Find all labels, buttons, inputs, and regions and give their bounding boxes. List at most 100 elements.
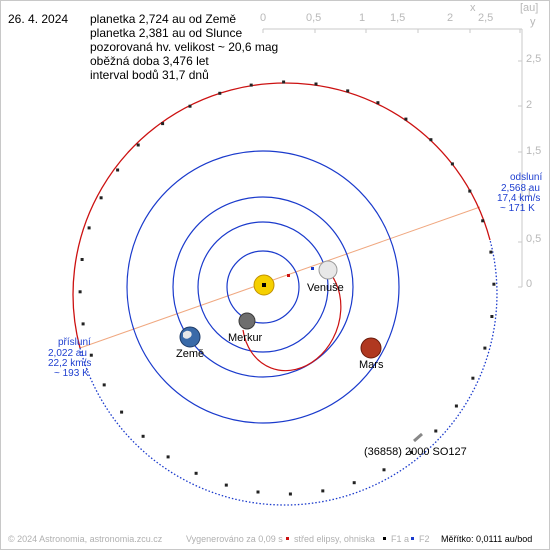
x-tick-2: 1: [359, 12, 366, 24]
aphelion-temperature: ~ 171 K: [500, 203, 535, 214]
orbit-point: [314, 82, 318, 86]
orbit-point: [89, 353, 93, 357]
orbit-point: [161, 122, 165, 126]
orbit-point: [434, 429, 438, 433]
orbit-point: [288, 492, 292, 496]
aphelion-title: odsluní: [510, 172, 543, 183]
scale-label: Měřítko: 0,0111 au/bod: [441, 534, 533, 544]
orbit-point: [450, 162, 454, 166]
perihelion-title: přísluní: [58, 337, 91, 348]
generated-time-label: Vygenerováno za 0,09 s: [186, 534, 283, 544]
asteroid-label: (36858) 2000 SO127: [364, 446, 467, 458]
mercury-icon: [238, 312, 256, 330]
earth-land-shape: [183, 330, 192, 339]
orbit-point: [376, 101, 380, 105]
perihelion-distance: 2,022 au: [48, 348, 87, 359]
point-interval-label: interval bodů 31,7 dnů: [90, 68, 209, 82]
orbit-point: [194, 471, 198, 475]
perihelion-speed: 22,2 km/s: [48, 358, 92, 369]
orbit-point: [80, 258, 84, 261]
aphelion-distance: 2,568 au: [501, 183, 540, 194]
distance-from-sun-label: planetka 2,381 au od Slunce: [90, 26, 243, 40]
mars-orbit-inner-arc: [242, 264, 342, 372]
copyright-label: © 2024 Astronomia, astronomia.zcu.cz: [8, 534, 163, 544]
asteroid-orbit-points: [78, 80, 496, 496]
y-axis-ticks: [518, 60, 522, 288]
asteroid-icon: [413, 432, 423, 443]
orbit-point: [483, 346, 487, 350]
legend-f1-marker: [383, 537, 386, 540]
orbit-point: [346, 89, 350, 93]
orbit-point: [489, 250, 493, 254]
orbit-point: [321, 489, 325, 493]
orbit-point: [352, 481, 356, 485]
orbit-point: [282, 80, 286, 84]
asteroid-orbit-upper: [72, 82, 491, 349]
orbit-point: [99, 196, 103, 200]
x-tick-1: 0,5: [306, 12, 322, 24]
orbit-point: [468, 189, 472, 193]
orbit-point: [116, 168, 120, 172]
earth-label: Země: [176, 348, 205, 360]
legend-f2-label: F2: [419, 534, 430, 544]
legend-f2-marker: [411, 537, 414, 540]
orbit-point: [188, 104, 192, 108]
date-label: 26. 4. 2024: [8, 12, 69, 26]
y-tick-1: 2: [526, 99, 533, 111]
mars-label: Mars: [359, 359, 384, 371]
orbit-point: [471, 376, 475, 380]
orbit-point: [102, 383, 106, 387]
orbit-point: [382, 468, 386, 472]
asteroid-orbit-lower: [79, 239, 498, 506]
y-tick-4: 0,5: [526, 233, 542, 245]
orbit-point: [224, 483, 228, 487]
y-tick-3: 1: [526, 187, 533, 199]
venus-label: Venuše: [307, 282, 344, 294]
earth-orbit: [172, 196, 354, 378]
perihelion-temperature: ~ 193 K: [54, 368, 89, 379]
orbit-point: [218, 91, 222, 95]
orbit-point: [249, 83, 253, 87]
aphelion-speed: 17,4 km/s: [497, 193, 541, 204]
unit-label: [au]: [520, 2, 539, 14]
orbit-point: [454, 404, 458, 408]
ellipse-center-marker: [287, 274, 290, 277]
distance-from-earth-label: planetka 2,724 au od Země: [90, 12, 237, 26]
y-axis-label: y: [530, 16, 536, 28]
x-axis-ticks: [262, 29, 521, 33]
mercury-orbit: [226, 250, 300, 324]
focus-f2-marker: [311, 267, 314, 270]
orbit-point: [409, 450, 413, 454]
sun-focus-marker: [262, 283, 266, 287]
orbit-point: [81, 322, 85, 326]
venus-icon: [318, 260, 338, 280]
mars-icon: [360, 337, 382, 359]
orbit-point: [78, 290, 82, 294]
y-tick-5: 0: [526, 278, 533, 290]
mars-orbit: [126, 150, 400, 424]
venus-orbit: [197, 221, 329, 353]
x-tick-4: 2: [447, 12, 454, 24]
orbit-point: [404, 117, 408, 121]
orbit-point: [429, 138, 433, 142]
apsis-line: [79, 206, 481, 349]
orbital-period-label: oběžná doba 3,476 let: [90, 54, 209, 68]
orbit-point: [120, 410, 124, 414]
legend-center-marker: [286, 537, 289, 540]
y-tick-0: 2,5: [526, 53, 542, 65]
legend-f1-label: F1 a: [391, 534, 410, 544]
mercury-label: Merkur: [228, 332, 263, 344]
x-tick-3: 1,5: [390, 12, 406, 24]
orbit-point: [256, 490, 260, 494]
y-tick-2: 1,5: [526, 145, 542, 157]
orbit-point: [490, 315, 494, 318]
orbit-point: [87, 226, 91, 230]
x-axis-label: x: [470, 2, 476, 14]
legend-center-label: střed elipsy, ohniska: [294, 534, 375, 544]
orbit-point: [481, 219, 485, 223]
orbit-point: [136, 143, 140, 147]
x-tick-5: 2,5: [478, 12, 494, 24]
orbit-point: [166, 455, 170, 459]
